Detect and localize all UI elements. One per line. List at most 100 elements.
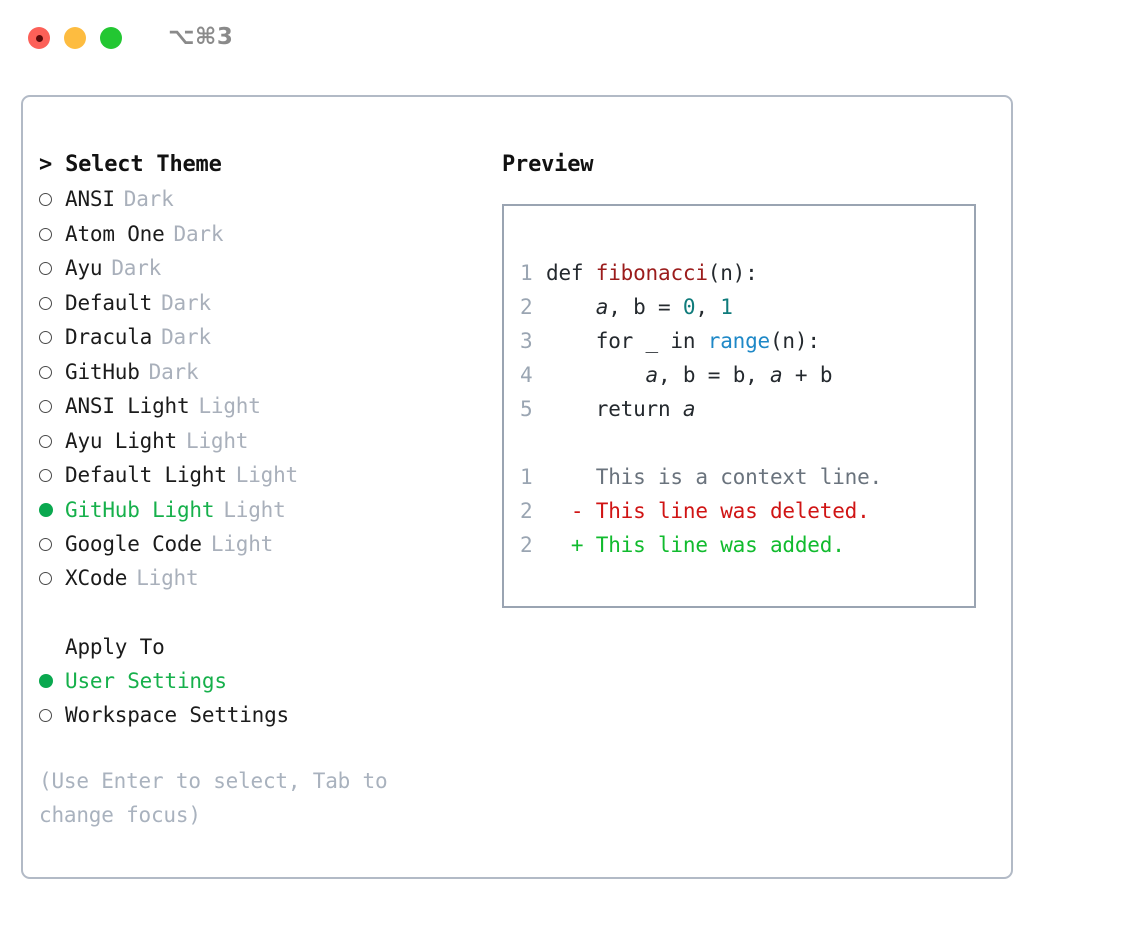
theme-option-kind-badge: Light [210, 531, 274, 556]
code-token-plain: (n): [769, 329, 820, 353]
radio-glyph [39, 331, 52, 344]
radio-unselected-icon[interactable] [39, 698, 65, 732]
theme-option-kind-badge: Light [186, 428, 249, 453]
theme-option-label: ANSI [65, 187, 115, 211]
minimize-button-icon[interactable] [64, 27, 86, 49]
radio-selected-icon[interactable] [39, 493, 65, 527]
keyboard-hint-text: (Use Enter to select, Tab to change focu… [39, 769, 388, 827]
code-line-text: for _ in range(n): [546, 324, 820, 358]
code-token-plain: b [633, 295, 646, 319]
code-line-number: 5 [520, 397, 533, 421]
radio-unselected-icon[interactable] [39, 562, 65, 596]
diff-line-number: 2 [520, 533, 533, 557]
theme-option-ansi[interactable]: ANSI Dark [39, 182, 499, 217]
radio-glyph [39, 262, 52, 275]
theme-option-kind-badge: Dark [173, 221, 224, 246]
keyboard-shortcut-label: ⌥⌘3 [168, 24, 234, 50]
apply-to-option-user-settings[interactable]: User Settings [39, 664, 499, 698]
code-line-text: a, b = 0, 1 [546, 290, 733, 324]
theme-option-kind-badge: Dark [148, 359, 199, 384]
apply-to-option-workspace-settings[interactable]: Workspace Settings [39, 698, 499, 733]
apply-to-option-label: Workspace Settings [65, 702, 289, 727]
code-line-number: 4 [520, 363, 533, 387]
code-token-plain: + [782, 363, 820, 387]
code-token-variable: a [770, 363, 783, 387]
code-token-plain: = [695, 363, 733, 387]
code-line: 3 for _ in range(n): [520, 324, 966, 358]
title-bar: ⌥⌘3 [0, 0, 1140, 78]
radio-glyph [39, 537, 52, 551]
theme-option-kind-badge: Dark [161, 290, 211, 315]
code-line-number: 3 [520, 329, 533, 353]
code-token-variable: a [595, 295, 609, 319]
close-button-icon[interactable] [28, 27, 50, 49]
maximize-button-icon[interactable] [100, 27, 122, 49]
code-token-plain: (n): [707, 261, 758, 285]
diff-line-list: 1 This is a context line.2 - This line w… [520, 460, 966, 562]
radio-unselected-icon[interactable] [39, 390, 65, 424]
radio-glyph [39, 572, 52, 585]
radio-glyph [39, 365, 52, 379]
theme-option-ansi-light[interactable]: ANSI Light Light [39, 389, 499, 424]
code-token-function: fibonacci [595, 261, 708, 285]
select-theme-header: > Select Theme [39, 152, 222, 177]
theme-option-atom-one[interactable]: Atom One Dark [39, 217, 499, 252]
code-line-text: a, b = b, a + b [546, 358, 833, 392]
diff-line-number: 2 [520, 499, 533, 523]
radio-selected-icon[interactable] [39, 664, 65, 698]
diff-line-text: This is a context line. [546, 465, 882, 489]
radio-unselected-icon[interactable] [39, 286, 65, 320]
theme-option-default[interactable]: Default Dark [39, 286, 499, 321]
theme-option-label: XCode [65, 566, 128, 590]
radio-glyph [39, 469, 52, 482]
diff-line-deleted: 2 - This line was deleted. [520, 494, 966, 528]
theme-option-kind-badge: Dark [123, 187, 174, 211]
code-token-plain: = [645, 295, 683, 319]
theme-option-label: Default [65, 290, 153, 315]
code-line-number: 1 [520, 261, 533, 285]
theme-option-label: Atom One [65, 221, 165, 246]
radio-unselected-icon[interactable] [39, 183, 65, 217]
theme-option-kind-badge: Light [235, 463, 298, 487]
radio-unselected-icon[interactable] [39, 321, 65, 355]
theme-option-label: ANSI Light [65, 394, 190, 418]
radio-glyph [39, 193, 52, 206]
code-token-number: 0 [682, 295, 696, 319]
radio-unselected-icon[interactable] [39, 527, 65, 561]
apply-to-header: Apply To [65, 634, 165, 659]
apply-to-option-label: User Settings [65, 668, 227, 693]
radio-glyph [39, 296, 52, 310]
theme-option-xcode[interactable]: XCode Light [39, 561, 499, 596]
radio-unselected-icon[interactable] [39, 424, 65, 458]
theme-option-label: Ayu [65, 256, 103, 280]
code-line-text: return a [546, 392, 696, 426]
traffic-light-buttons [28, 27, 122, 49]
radio-unselected-icon[interactable] [39, 355, 65, 389]
radio-glyph [39, 708, 52, 722]
radio-unselected-icon[interactable] [39, 217, 65, 251]
theme-option-kind-badge: Light [136, 566, 199, 590]
theme-option-kind-badge: Light [198, 394, 261, 418]
code-token-variable: a [645, 363, 659, 387]
code-line-text: def fibonacci(n): [546, 256, 758, 290]
diff-line-text: + This line was added. [546, 533, 845, 557]
code-token-plain: for _ in [546, 329, 708, 353]
code-token-number: 1 [720, 295, 733, 319]
radio-glyph [39, 502, 53, 517]
radio-unselected-icon[interactable] [39, 252, 65, 286]
radio-unselected-icon[interactable] [39, 459, 65, 493]
